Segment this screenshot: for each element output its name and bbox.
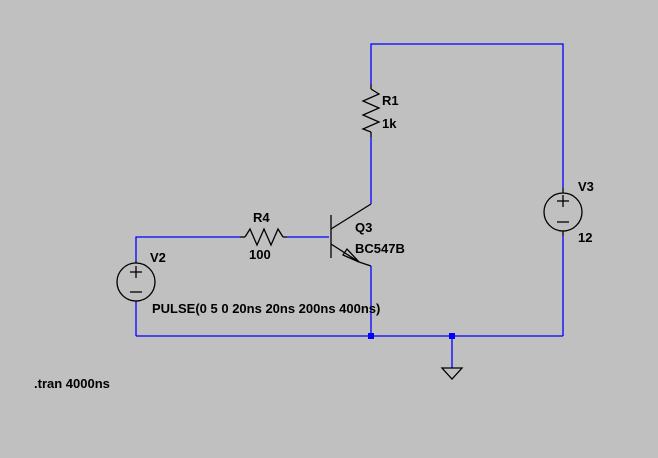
junction-dot (368, 333, 374, 339)
r4-value-label: 100 (249, 247, 271, 262)
voltage-source-v2[interactable] (116, 261, 156, 302)
resistor-r4[interactable] (240, 227, 287, 247)
v2-name-label: V2 (150, 250, 166, 265)
wire-top-loop[interactable] (370, 43, 564, 188)
wire-v2-to-r4[interactable] (135, 236, 240, 261)
q3-model-label: BC547B (355, 241, 405, 256)
resistor-r1[interactable] (361, 84, 381, 137)
v2-value-label: PULSE(0 5 0 20ns 20ns 200ns 400ns) (152, 301, 380, 316)
v3-value-label: 12 (578, 230, 592, 245)
junction-dot (449, 333, 455, 339)
v3-name-label: V3 (578, 179, 594, 194)
voltage-source-v3[interactable] (543, 188, 583, 236)
r1-value-label: 1k (382, 116, 397, 131)
q3-name-label: Q3 (355, 220, 372, 235)
ground-icon[interactable] (440, 367, 464, 380)
spice-directive[interactable]: .tran 4000ns (34, 376, 110, 391)
wires (135, 43, 564, 368)
transistor-q3[interactable] (330, 203, 372, 267)
r4-name-label: R4 (253, 210, 270, 225)
r1-name-label: R1 (382, 93, 399, 108)
